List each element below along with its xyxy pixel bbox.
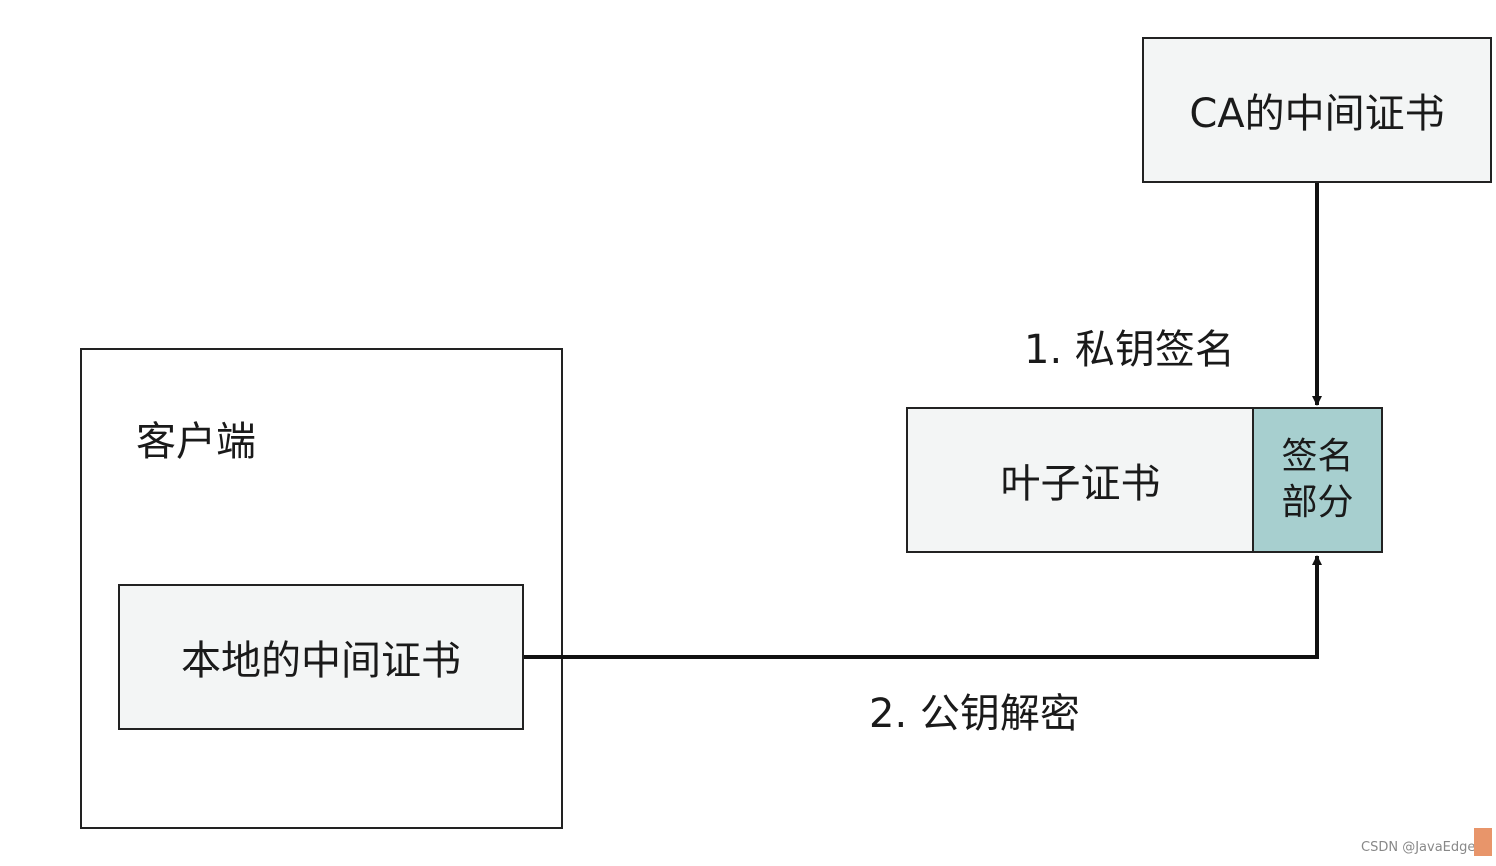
leaf-cert-box: 叶子证书 [906, 407, 1255, 553]
leaf-cert-label: 叶子证书 [1000, 461, 1161, 507]
local-intermediate-cert-label: 本地的中间证书 [181, 638, 461, 684]
decrypt-arrow [524, 555, 1322, 659]
signature-part-line1: 签名 [1281, 436, 1354, 477]
signature-part-line2: 部分 [1281, 482, 1354, 523]
step2-public-key-decrypt-label: 2. 公钥解密 [869, 691, 1080, 737]
corner-tab [1474, 828, 1492, 856]
watermark-text: CSDN @JavaEdge. [1361, 840, 1480, 855]
ca-intermediate-cert-box: CA的中间证书 [1142, 37, 1492, 183]
client-title: 客户端 [136, 419, 256, 465]
local-intermediate-cert-box: 本地的中间证书 [118, 584, 524, 730]
ca-intermediate-cert-label: CA的中间证书 [1189, 91, 1445, 137]
signature-part-box: 签名 部分 [1252, 407, 1383, 553]
step1-private-key-sign-label: 1. 私钥签名 [1024, 327, 1235, 373]
